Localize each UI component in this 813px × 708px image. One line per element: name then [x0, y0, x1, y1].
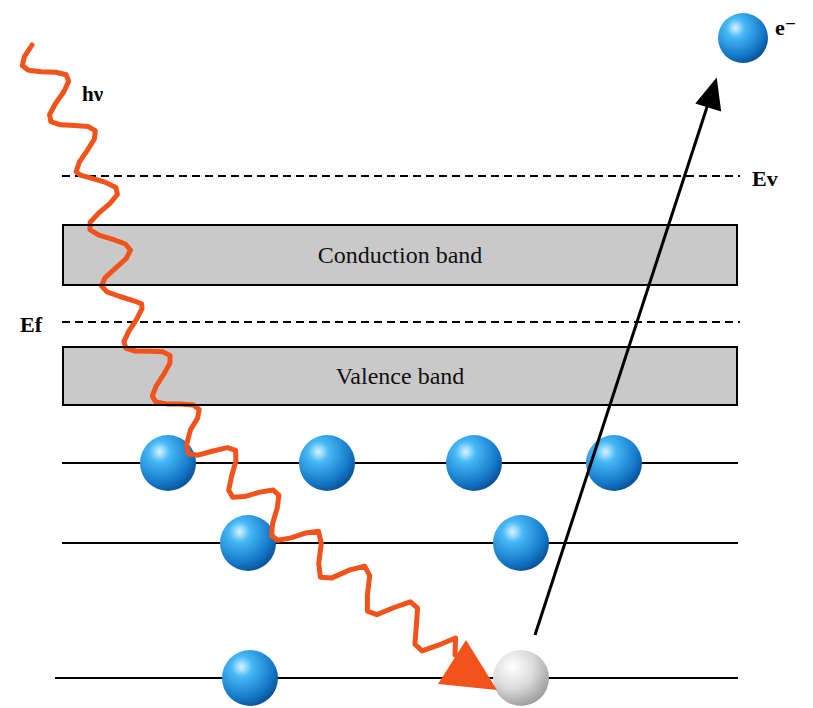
photon-energy-label: hν — [82, 82, 103, 107]
emission-arrow — [535, 104, 708, 635]
photon-arrowhead — [438, 640, 497, 690]
core-hole — [493, 650, 549, 706]
conduction-fill — [62, 224, 738, 286]
fermi-level-label: Ef — [20, 312, 42, 338]
photon-wave — [22, 45, 455, 655]
core-level-line — [62, 542, 738, 544]
core-level-line — [55, 677, 738, 679]
electron-label: e⁻ — [775, 14, 796, 41]
energy-band: Valence band — [62, 346, 738, 406]
emission-arrowhead — [697, 80, 720, 110]
band-label: Conduction band — [318, 242, 483, 269]
electrons — [140, 13, 768, 706]
energy-band: Conduction band — [62, 224, 738, 286]
vacuum-level-label: Ev — [752, 166, 778, 192]
band-label: Valence band — [336, 363, 465, 390]
vacuum-level-line — [62, 175, 740, 177]
